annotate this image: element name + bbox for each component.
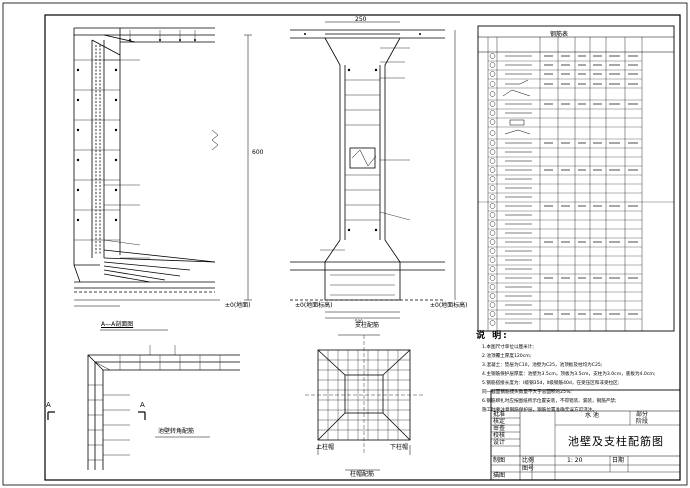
footing-title: 柱帽配筋 [350, 471, 375, 478]
rebar-table [477, 25, 675, 332]
title-block-approve: 批准 [493, 411, 506, 418]
notes-list: 1.本图尺寸单位以厘米计; 2.池顶覆土厚度120cm; 3.混凝土：垫层为C1… [482, 343, 682, 415]
footing-lower-label: 下柱帽 [390, 444, 409, 451]
note-item: 4.主钢筋保护层厚度：池壁为3.5cm，顶板为3.5cm，支柱为3.0cm，底板… [482, 372, 656, 377]
rebar-table-cell-marks [544, 55, 638, 315]
note-item: 1.本图尺寸单位以厘米计; [482, 345, 534, 350]
corner-title: 池壁转角配筋 [158, 428, 195, 435]
rebar-table-title: 钢筋表 [550, 31, 569, 38]
title-block-design: 设计 [493, 439, 506, 446]
note-item: 同一截面钢筋接头数量不大于总面积的25%; [482, 390, 572, 395]
title-block-scale-label: 比例 [522, 457, 535, 464]
column-title: 支柱配筋 [355, 322, 380, 329]
title-block [490, 389, 681, 481]
notes-title: 说 明: [476, 331, 509, 341]
column-ground-note-right: ±0(地面标高) [430, 302, 468, 309]
section-mark-left: A [46, 401, 51, 409]
section-a-drawing [73, 27, 252, 331]
title-block-review: 审查 [493, 425, 506, 432]
section-mark-right: A [140, 401, 145, 409]
note-item: 施工时要注意钢筋保护层，钢筋位置准确无误方可浇注。 [482, 408, 597, 413]
column-rebar-dots [304, 33, 421, 232]
column-top-dim: 250 [355, 16, 367, 23]
title-block-check: 校核 [493, 432, 506, 439]
note-item: 3.混凝土：垫层为C10，池壁为C25，池顶板及柱均为C25; [482, 363, 603, 368]
title-block-stage: 阶段 [636, 418, 649, 425]
footing-upper-label: 上柱帽 [316, 444, 335, 451]
title-block-part: 部分 [636, 411, 649, 418]
title-block-drawing-no-label: 图号 [522, 465, 535, 472]
section-a-ground-note: ±0(地面) [225, 302, 251, 309]
title-block-scale-value: 1: 20 [567, 457, 583, 464]
note-item: 5.钢筋搭接长度为：Ⅰ级钢35d，Ⅱ级钢筋40d，在受压区和非受拉区; [482, 381, 620, 386]
title-block-date-label: 日期 [612, 457, 625, 464]
title-block-draft: 制图 [493, 457, 506, 464]
column-ground-note-left: ±0(地面标高) [295, 302, 333, 309]
note-item: 2.池顶覆土厚度120cm; [482, 354, 532, 359]
column-drawing [290, 21, 456, 336]
title-block-category: 水 池 [585, 412, 599, 419]
drawing-title: 池壁及支柱配筋图 [568, 435, 664, 448]
column-bottom-dim: 500 [355, 319, 363, 324]
title-block-trace: 描图 [493, 472, 506, 479]
footing-plan-drawing [305, 335, 425, 471]
note-item: 6.钢筋绑扎时应按图纸所示位置安装，不得错装、漏装，钢筋严禁; [482, 399, 617, 404]
wall-height-dim: 600 [252, 149, 264, 156]
corner-drawing [47, 345, 240, 470]
title-block-verify: 核定 [493, 418, 506, 425]
section-a-title: A—A剖面图 [101, 321, 134, 328]
section-a-rebar-dots [76, 39, 196, 222]
